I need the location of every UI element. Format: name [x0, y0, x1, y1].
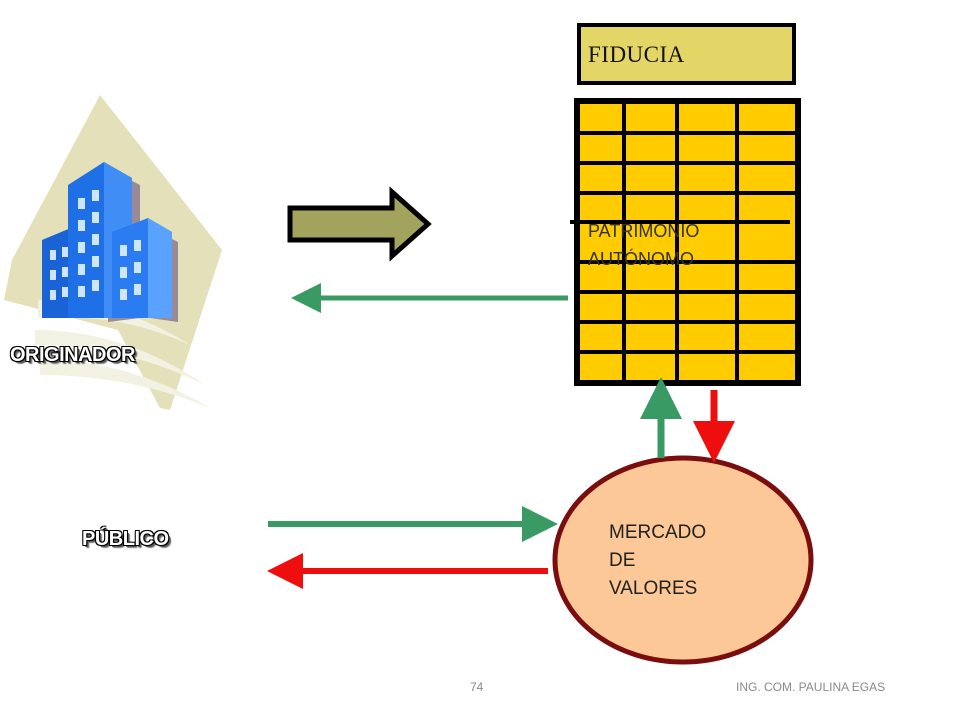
patrimonio-grid [570, 98, 801, 386]
mercado-line-3: VALORES [609, 578, 698, 599]
patrimonio-line-2: AUTÓNOMO [588, 249, 694, 269]
mercado-label: MERCADO DE VALORES [609, 519, 729, 603]
office-buildings-icon [4, 95, 222, 410]
publico-label: PÚBLICO [82, 528, 169, 550]
page-number: 74 [470, 680, 484, 694]
mercado-ellipse [552, 455, 814, 665]
originador-label: ORIGINADOR [10, 344, 136, 366]
transfer-block-arrow [287, 186, 432, 262]
fiducia-label: FIDUCIA [588, 42, 685, 67]
patrimonio-line-1: PATRIMONIO [588, 221, 700, 241]
mercado-line-2: DE [609, 550, 636, 571]
mercado-line-1: MERCADO [609, 522, 707, 543]
footer-author: ING. COM. PAULINA EGAS [736, 680, 886, 694]
patrimonio-label: PATRIMONIO AUTÓNOMO [588, 217, 699, 273]
fiducia-box [577, 23, 796, 85]
